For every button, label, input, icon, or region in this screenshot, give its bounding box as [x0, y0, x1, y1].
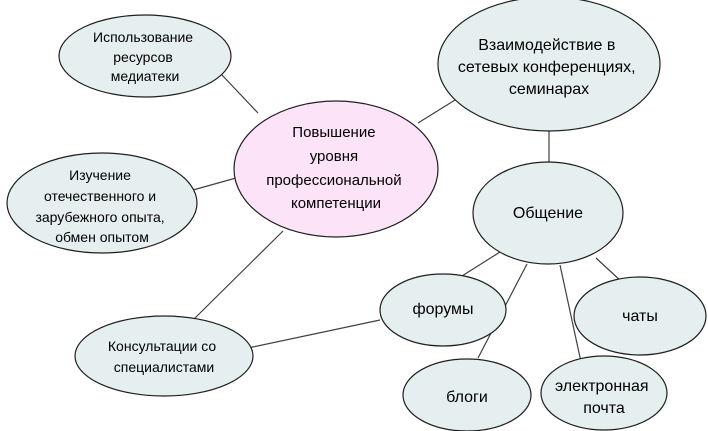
edge-consult-center — [192, 230, 284, 321]
edge-media-center — [221, 74, 259, 114]
node-forums-label: форумы — [412, 301, 473, 318]
node-blogs-label: блоги — [446, 389, 488, 406]
edge-experience-center — [192, 177, 237, 191]
node-forums-shape — [379, 273, 507, 347]
node-chats-shape — [573, 276, 707, 356]
node-center-shape — [233, 100, 439, 238]
node-consult-label: Консультации со специалистами — [108, 338, 220, 375]
edge-communication-chats — [595, 257, 623, 283]
node-network: Взаимодействие в сетевых конференциях, с… — [437, 0, 661, 132]
edge-network-center — [417, 99, 456, 124]
node-forums: форумы — [379, 273, 507, 347]
node-center-label: Повышение уровня профессиональной компет… — [266, 124, 406, 212]
node-blogs-shape — [402, 358, 532, 431]
connector-lines — [192, 74, 623, 363]
node-email-shape — [540, 355, 668, 431]
node-media: Использование ресурсов медиатеки — [58, 14, 232, 98]
node-communication-shape — [472, 161, 624, 265]
node-experience: Изучение отечественного и зарубежного оп… — [6, 152, 198, 254]
node-center: Повышение уровня профессиональной компет… — [233, 100, 439, 238]
node-network-shape — [437, 0, 661, 132]
node-consult-shape — [74, 315, 254, 397]
edge-communication-email — [559, 264, 582, 363]
node-email-label: электронная почта — [555, 378, 653, 417]
edge-communication-forums — [461, 251, 501, 277]
node-communication: Общение — [472, 161, 624, 265]
node-communication-label: Общение — [513, 205, 583, 222]
node-consult: Консультации со специалистами — [74, 315, 254, 397]
node-media-label: Использование ресурсов медиатеки — [93, 29, 197, 84]
node-chats-label: чаты — [622, 308, 658, 325]
node-experience-shape — [6, 152, 198, 254]
node-network-label: Взаимодействие в сетевых конференциях, с… — [458, 37, 640, 98]
node-blogs: блоги — [402, 358, 532, 431]
node-chats: чаты — [573, 276, 707, 356]
node-email: электронная почта — [540, 355, 668, 431]
edge-forums-consult — [247, 319, 381, 349]
node-media-shape — [58, 14, 232, 98]
node-experience-label: Изучение отечественного и зарубежного оп… — [35, 167, 168, 245]
